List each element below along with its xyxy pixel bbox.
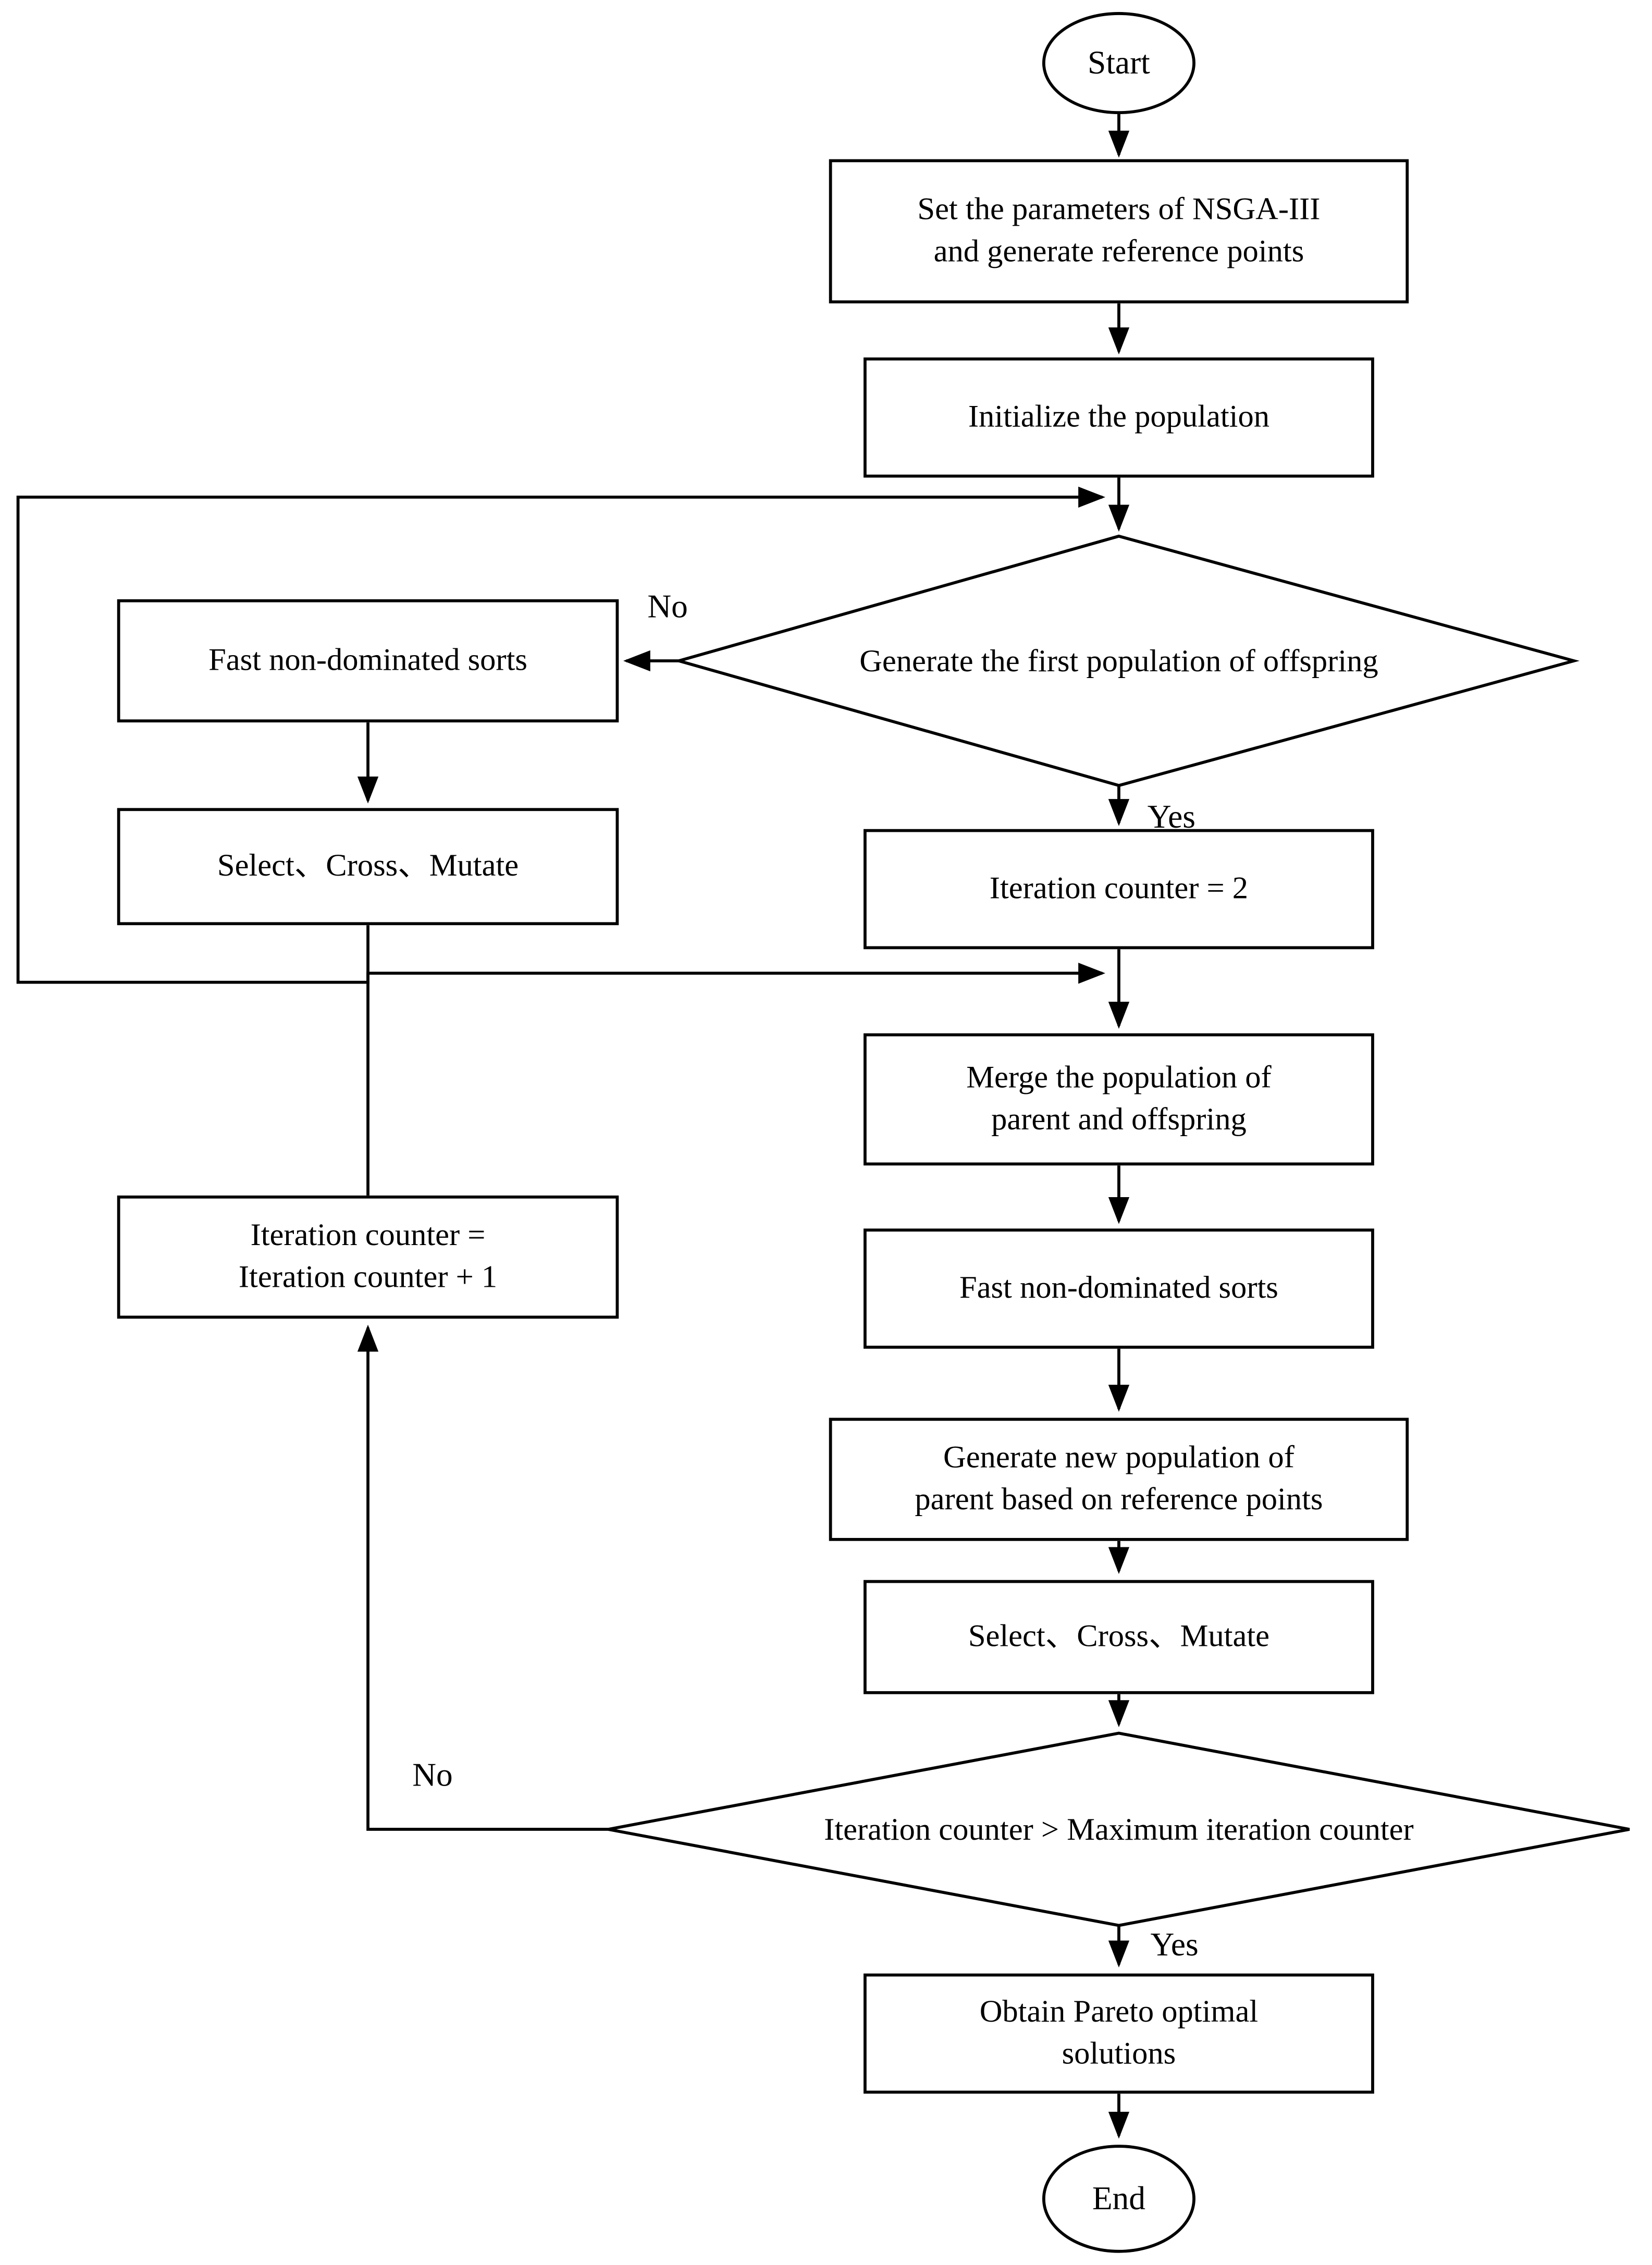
set-parameters-line1: Set the parameters of NSGA-III [917,191,1321,227]
merge-population-line1: Merge the population of [966,1059,1272,1095]
fast-sorts-mid-box: Fast non-dominated sorts [864,1228,1374,1349]
generate-new-population-line2: parent based on reference points [915,1481,1323,1517]
fast-sorts-left-box: Fast non-dominated sorts [117,599,619,723]
decision2-no-label: No [412,1755,453,1793]
iteration-increment-line1: Iteration counter = [250,1217,486,1253]
generate-new-population-line1: Generate new population of [943,1439,1295,1475]
obtain-pareto-line1: Obtain Pareto optimal [979,1993,1259,2030]
fast-sorts-left-label: Fast non-dominated sorts [208,641,527,678]
iteration-counter-2-label: Iteration counter = 2 [989,869,1249,906]
decision2-yes-label: Yes [1150,1925,1199,1963]
end-terminator: End [1042,2145,1195,2253]
iteration-increment-line2: Iteration counter + 1 [238,1258,498,1295]
set-parameters-box: Set the parameters of NSGA-III and gener… [829,159,1409,304]
obtain-pareto-line2: solutions [1062,2035,1176,2072]
initialize-population-label: Initialize the population [968,398,1269,435]
iteration-counter-2-box: Iteration counter = 2 [864,829,1374,950]
fast-sorts-mid-label: Fast non-dominated sorts [959,1269,1278,1306]
merge-population-line2: parent and offspring [991,1101,1247,1137]
iteration-increment-box: Iteration counter = Iteration counter + … [117,1195,619,1319]
decision-first-offspring-label: Generate the first population of offspri… [859,643,1378,679]
start-label: Start [1088,44,1150,82]
end-label: End [1092,2180,1146,2218]
edge-decision2-no-to-increment [357,1324,609,1831]
decision-max-iteration-label: Iteration counter > Maximum iteration co… [824,1811,1414,1848]
decision1-yes-label: Yes [1147,797,1195,835]
decision1-no-label: No [647,587,688,625]
obtain-pareto-box: Obtain Pareto optimal solutions [864,1973,1374,2094]
merge-population-box: Merge the population of parent and offsp… [864,1033,1374,1166]
select-cross-mutate-left-label: Select、Cross、Mutate [217,847,519,883]
initialize-population-box: Initialize the population [864,357,1374,478]
select-cross-mutate-left-box: Select、Cross、Mutate [117,808,619,926]
generate-new-population-box: Generate new population of parent based … [829,1418,1409,1541]
select-cross-mutate-mid-box: Select、Cross、Mutate [864,1580,1374,1694]
select-cross-mutate-mid-label: Select、Cross、Mutate [968,1618,1270,1654]
edge-selectcrossmutate-loop-to-junction1 [16,486,1106,984]
set-parameters-line2: and generate reference points [933,232,1304,269]
edge-increment-to-junction2 [366,963,1106,1196]
start-terminator: Start [1042,12,1195,115]
